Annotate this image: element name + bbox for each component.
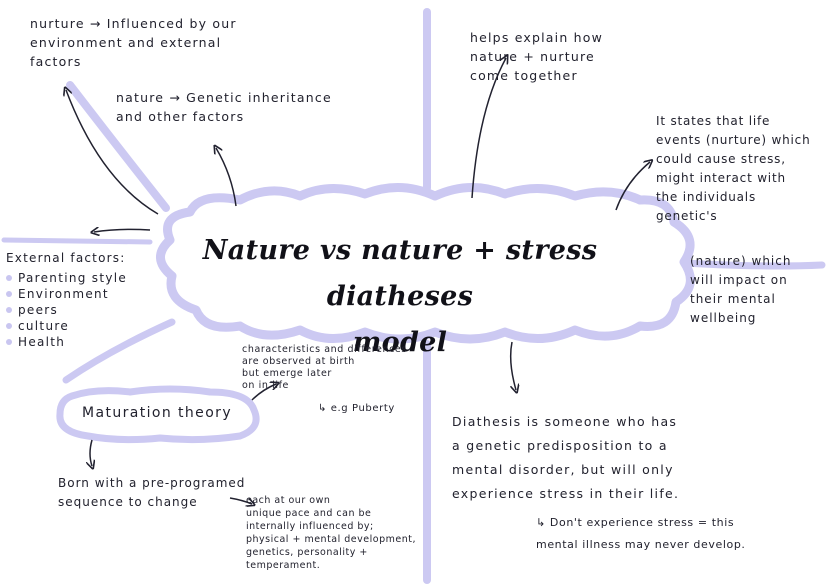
external-factors-list: Parenting style Environment peers cultur… bbox=[6, 270, 127, 350]
dont-experience-note: ↳ Don't experience stress = this mental … bbox=[536, 516, 746, 551]
external-factors-heading: External factors: bbox=[6, 251, 126, 265]
arrow-to-nurture bbox=[66, 90, 159, 215]
divider-left bbox=[1, 237, 153, 245]
diathesis-definition: Diathesis is someone who has a genetic p… bbox=[452, 414, 680, 501]
arrow-to-born bbox=[90, 439, 92, 466]
diagram-title: Nature vs nature + stress diatheses mode… bbox=[202, 235, 598, 358]
arrow-to-diathesis bbox=[509, 341, 516, 390]
helps-explain-note: helps explain how nature + nurture come … bbox=[470, 30, 604, 83]
maturation-theory-label: Maturation theory bbox=[82, 405, 233, 421]
arrow-to-characteristics bbox=[251, 384, 276, 401]
external-factor-item: culture bbox=[6, 318, 127, 334]
arrow-to-nature bbox=[216, 148, 237, 207]
life-events-note: It states that life events (nurture) whi… bbox=[656, 114, 811, 223]
external-factor-item: peers bbox=[6, 302, 127, 318]
arrow-to-each bbox=[229, 497, 252, 504]
title-cloud bbox=[156, 182, 695, 344]
born-with-note: Born with a pre-programed sequence to ch… bbox=[58, 476, 246, 509]
nature-definition: nature → Genetic inheritance and other f… bbox=[116, 90, 332, 124]
arrow-to-helps bbox=[471, 58, 506, 199]
nature-impact-note: (nature) which will impact on their ment… bbox=[690, 254, 792, 325]
external-factor-item: Parenting style bbox=[6, 270, 127, 286]
arrow-to-external bbox=[94, 229, 151, 232]
line-top-left bbox=[66, 81, 170, 212]
external-factor-item: Health bbox=[6, 334, 127, 350]
each-own-pace-note: each at our own unique pace and can be i… bbox=[246, 495, 416, 571]
nurture-definition: nurture → Influenced by our environment … bbox=[30, 16, 237, 69]
line-bottom-left bbox=[62, 318, 176, 384]
external-factor-item: Environment bbox=[6, 286, 127, 302]
characteristics-note: characteristics and differences are obse… bbox=[242, 344, 407, 391]
maturation-bubble bbox=[56, 385, 260, 444]
arrow-to-states bbox=[615, 162, 650, 211]
puberty-example: ↳ e.g Puberty bbox=[318, 403, 395, 414]
